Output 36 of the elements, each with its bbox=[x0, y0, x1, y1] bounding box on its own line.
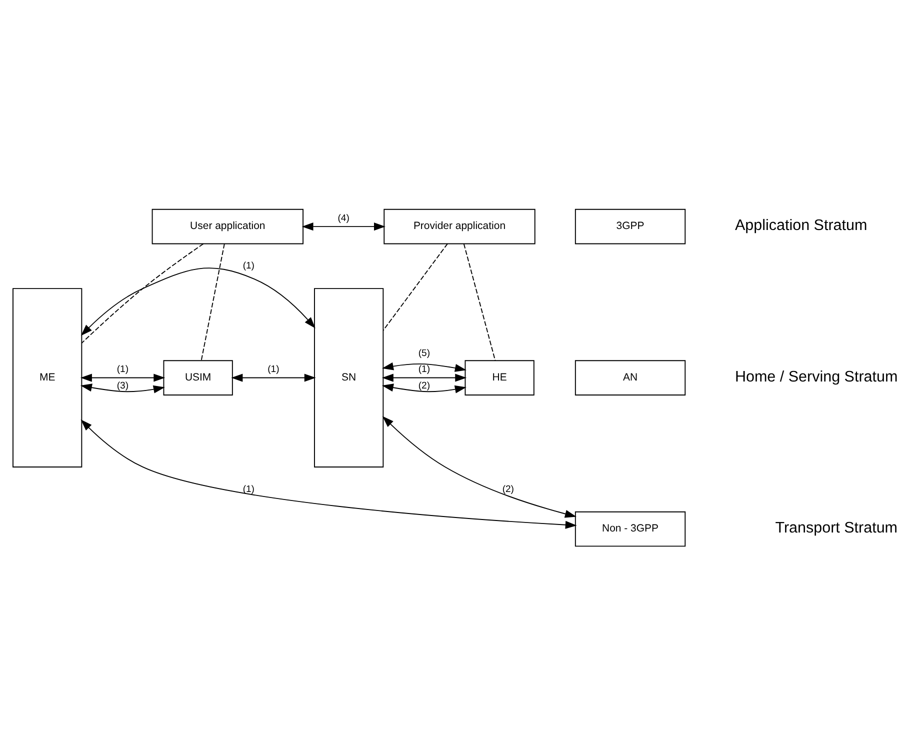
node-box: ME bbox=[12, 288, 82, 467]
arrow bbox=[231, 373, 316, 382]
node-box: 3GPP bbox=[574, 208, 686, 244]
arrow bbox=[382, 362, 466, 372]
arrow bbox=[302, 222, 386, 230]
edge-label: (5) bbox=[418, 347, 430, 358]
arrow bbox=[382, 373, 467, 382]
label: Home / Serving Stratum bbox=[734, 368, 898, 385]
arrow bbox=[382, 383, 466, 393]
label: Application Stratum bbox=[734, 216, 868, 234]
node-box: SN bbox=[314, 288, 384, 467]
edge-label: (4) bbox=[338, 212, 350, 224]
node-box: HE bbox=[464, 360, 534, 395]
edge-label: (2) bbox=[418, 380, 430, 391]
edge-label: (1) bbox=[242, 260, 254, 272]
arrow bbox=[80, 267, 316, 336]
edge-label: (1) bbox=[242, 483, 254, 494]
connector bbox=[382, 242, 448, 330]
node-box: User application bbox=[152, 208, 304, 244]
connector bbox=[463, 242, 496, 361]
connector bbox=[200, 242, 225, 361]
node-box: USIM bbox=[163, 360, 233, 395]
label: Transport Stratum bbox=[775, 519, 898, 536]
edge-label: (1) bbox=[116, 364, 129, 375]
edge-label: (1) bbox=[268, 364, 280, 375]
node-box: Provider application bbox=[384, 208, 536, 244]
edge-label: (3) bbox=[116, 380, 129, 391]
arrow bbox=[80, 419, 577, 528]
node-box: Non - 3GPP bbox=[574, 510, 686, 546]
node-box: AN bbox=[574, 360, 686, 395]
connector bbox=[81, 242, 204, 344]
arrow bbox=[80, 373, 166, 382]
edge-label: (2) bbox=[502, 483, 514, 494]
arrow bbox=[382, 416, 576, 518]
edge-label: (1) bbox=[418, 364, 430, 375]
arrow bbox=[80, 383, 165, 393]
